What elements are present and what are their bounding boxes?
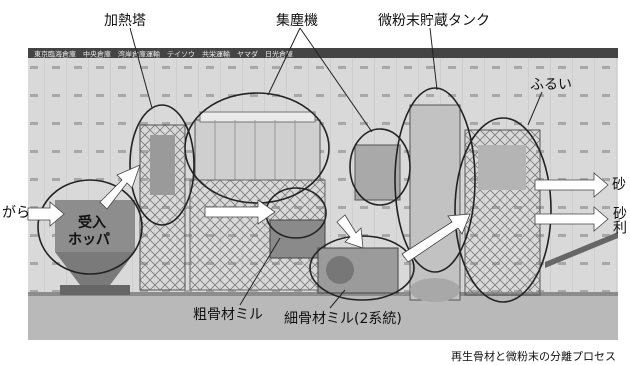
leader-dust-b [299,27,373,133]
leader-coarse [239,237,281,306]
conveyor [545,232,618,268]
label-fine-powder-tank: 微粉末貯蔵タンク [378,13,490,29]
label-heating-tower: 加熱塔 [104,13,146,29]
ring-sieve [454,117,552,303]
leader-heating [129,27,153,109]
secondary-collector [354,144,401,201]
label-coarse-mill: 粗骨材ミル [193,307,263,323]
leader-dust-a [267,27,301,96]
label-dust-collector: 集塵機 [276,13,318,29]
label-gravel: 砂利 [611,206,627,234]
building-sign: 東京臨海倉庫 中央倉庫 湾岸倉庫運輸 テイソウ 共栄運輸 ヤマダ 日光倉庫 [34,50,293,59]
warehouse-sign-band [28,48,618,58]
heating-tower [139,124,186,291]
label-sand: 砂 [612,177,626,193]
leader-fine [329,289,346,309]
ring-hopper [37,179,143,275]
arrow-input [27,201,65,227]
label-input: がら [2,205,30,221]
arrow-tower-to-mill [204,199,276,225]
arrow-to-sieve [401,213,471,263]
label-fine-mill: 細骨材ミル(2系統) [284,311,402,327]
arrow-hopper-to-tower [99,164,141,210]
arrow-out-gravel [534,206,609,232]
fine-powder-tank [409,104,461,302]
arrow-out-sand [534,172,609,198]
arrow-mill-down [336,214,364,249]
label-sieve: ふるい [530,77,572,93]
label-hopper-1: 受入 [78,215,106,231]
label-hopper-2: ホッパ [68,232,110,248]
ring-tank [394,87,476,273]
ground [28,292,618,340]
ring-heating-tower [129,104,195,226]
ring-secondary [349,128,411,206]
ring-dust-collector [184,92,330,204]
figure-caption: 再生骨材と微粉末の分離プロセス [451,350,616,363]
leader-tank [429,27,438,91]
dust-collector [189,111,326,291]
receiving-hopper [55,200,135,295]
leader-sieve [527,91,543,126]
